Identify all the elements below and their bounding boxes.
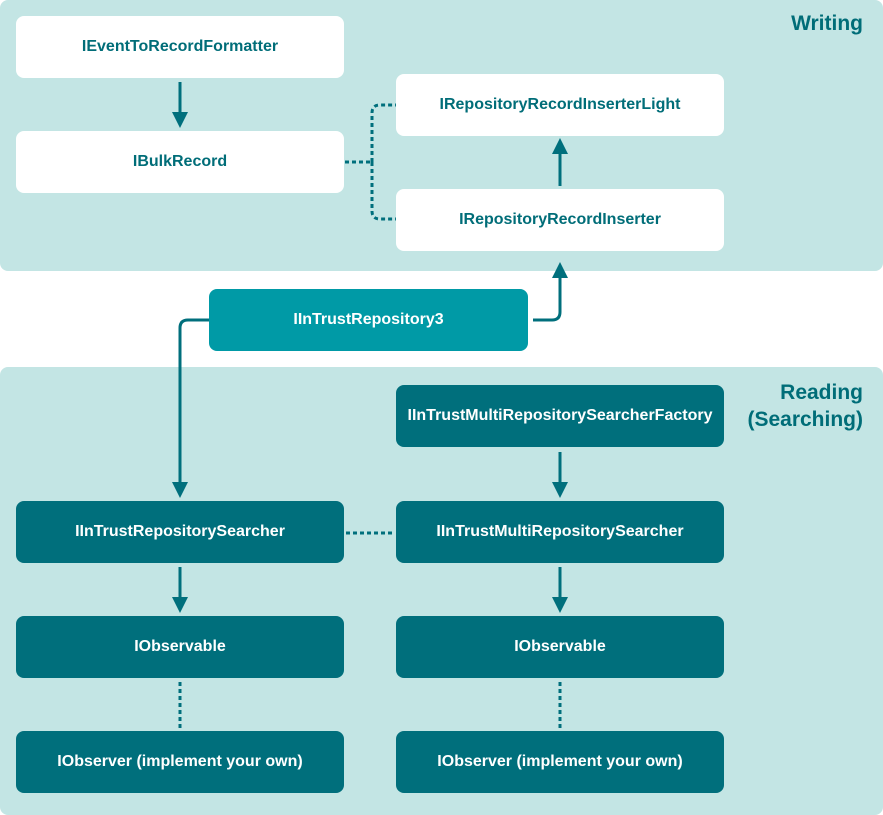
node-repository-record-inserter-light: IRepositoryRecordInserterLight — [396, 74, 724, 136]
arrow-trustrepo-to-inserter — [533, 276, 562, 322]
node-repository-searcher: IInTrustRepositorySearcher — [16, 501, 344, 563]
writing-panel-title: Writing — [791, 12, 863, 35]
node-in-trust-repository3: IInTrustRepository3 — [209, 289, 528, 351]
node-observable-right: IObservable — [396, 616, 724, 678]
node-bulk-record: IBulkRecord — [16, 131, 344, 193]
node-multi-repository-searcher: IInTrustMultiRepositorySearcher — [396, 501, 724, 563]
node-multi-repository-searcher-factory: IInTrustMultiRepositorySearcherFactory — [396, 385, 724, 447]
node-observer-right: IObserver (implement your own) — [396, 731, 724, 793]
node-observable-left: IObservable — [16, 616, 344, 678]
node-repository-record-inserter: IRepositoryRecordInserter — [396, 189, 724, 251]
node-observer-left: IObserver (implement your own) — [16, 731, 344, 793]
node-event-to-record-formatter: IEventToRecordFormatter — [16, 16, 344, 78]
reading-panel-title: Reading (Searching) — [747, 381, 863, 431]
